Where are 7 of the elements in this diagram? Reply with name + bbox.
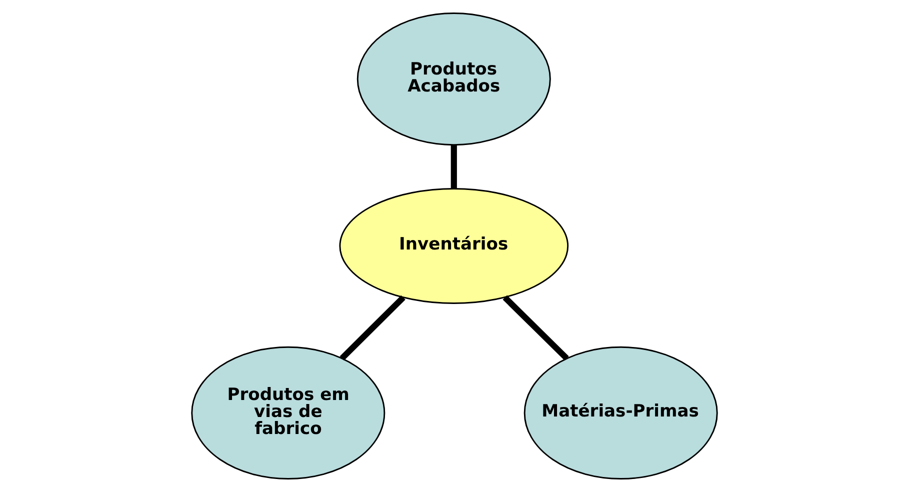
node-ellipse: Produtos em vias de fabrico — [191, 346, 386, 480]
node-ellipse: Produtos Acabados — [356, 12, 551, 146]
node-ellipse: Inventários — [339, 188, 569, 304]
connector — [340, 295, 406, 361]
node-ellipse: Matérias-Primas — [524, 346, 718, 480]
connector — [450, 145, 457, 188]
connector — [502, 295, 569, 361]
